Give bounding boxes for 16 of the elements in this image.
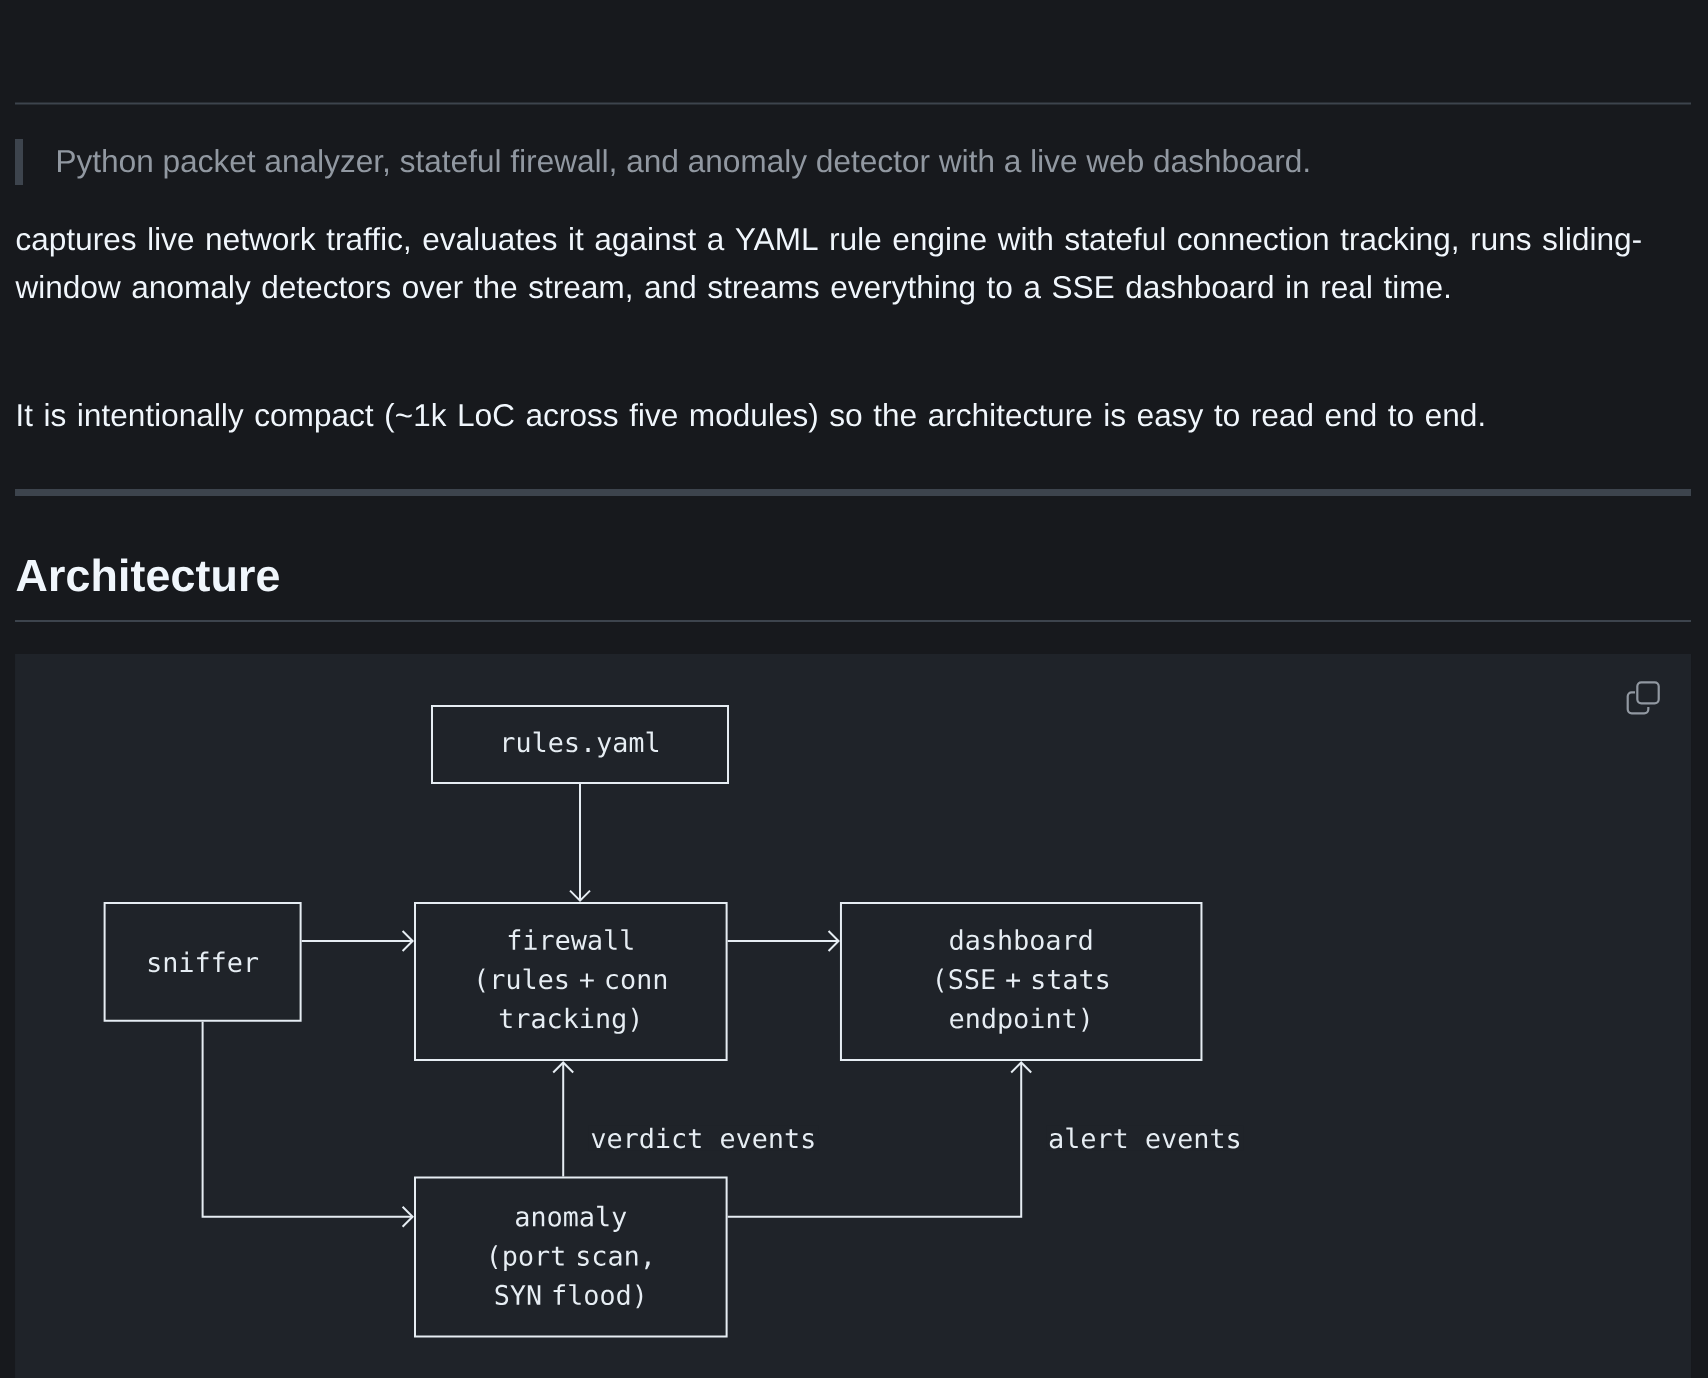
module-box: dashboard (SSE + stats endpoint) bbox=[839, 902, 1203, 1061]
arrow bbox=[552, 1061, 575, 1178]
arrow bbox=[201, 1020, 414, 1228]
arrow bbox=[726, 930, 840, 952]
quote-text: Python packet analyzer, stateful firewall, and anomaly detector with a live web dashboard. bbox=[58, 149, 1309, 179]
file-box: rules.yaml bbox=[431, 705, 729, 784]
module-box: anomaly (port scan, SYN flood) bbox=[414, 1176, 728, 1338]
arrow bbox=[300, 930, 414, 952]
paragraph: captures live network traffic, evaluates it against a YAML rule engine with stateful connection tracking, runs sliding-window anomaly detectors over the stream, and streams everything to a SSE dashboard in real time. bbox=[15, 227, 1641, 305]
module-box: firewall (rules + conn tracking) bbox=[414, 902, 728, 1061]
edge-label: alert events bbox=[1046, 1125, 1244, 1151]
arrow bbox=[726, 1061, 1033, 1218]
heading: Architecture bbox=[16, 558, 279, 592]
module-box: sniffer bbox=[103, 902, 302, 1022]
paragraph: It is intentionally compact (~1k LoC across five modules) so the architecture is easy to read end to end. bbox=[18, 403, 1484, 433]
edge-label: verdict events bbox=[588, 1125, 819, 1151]
